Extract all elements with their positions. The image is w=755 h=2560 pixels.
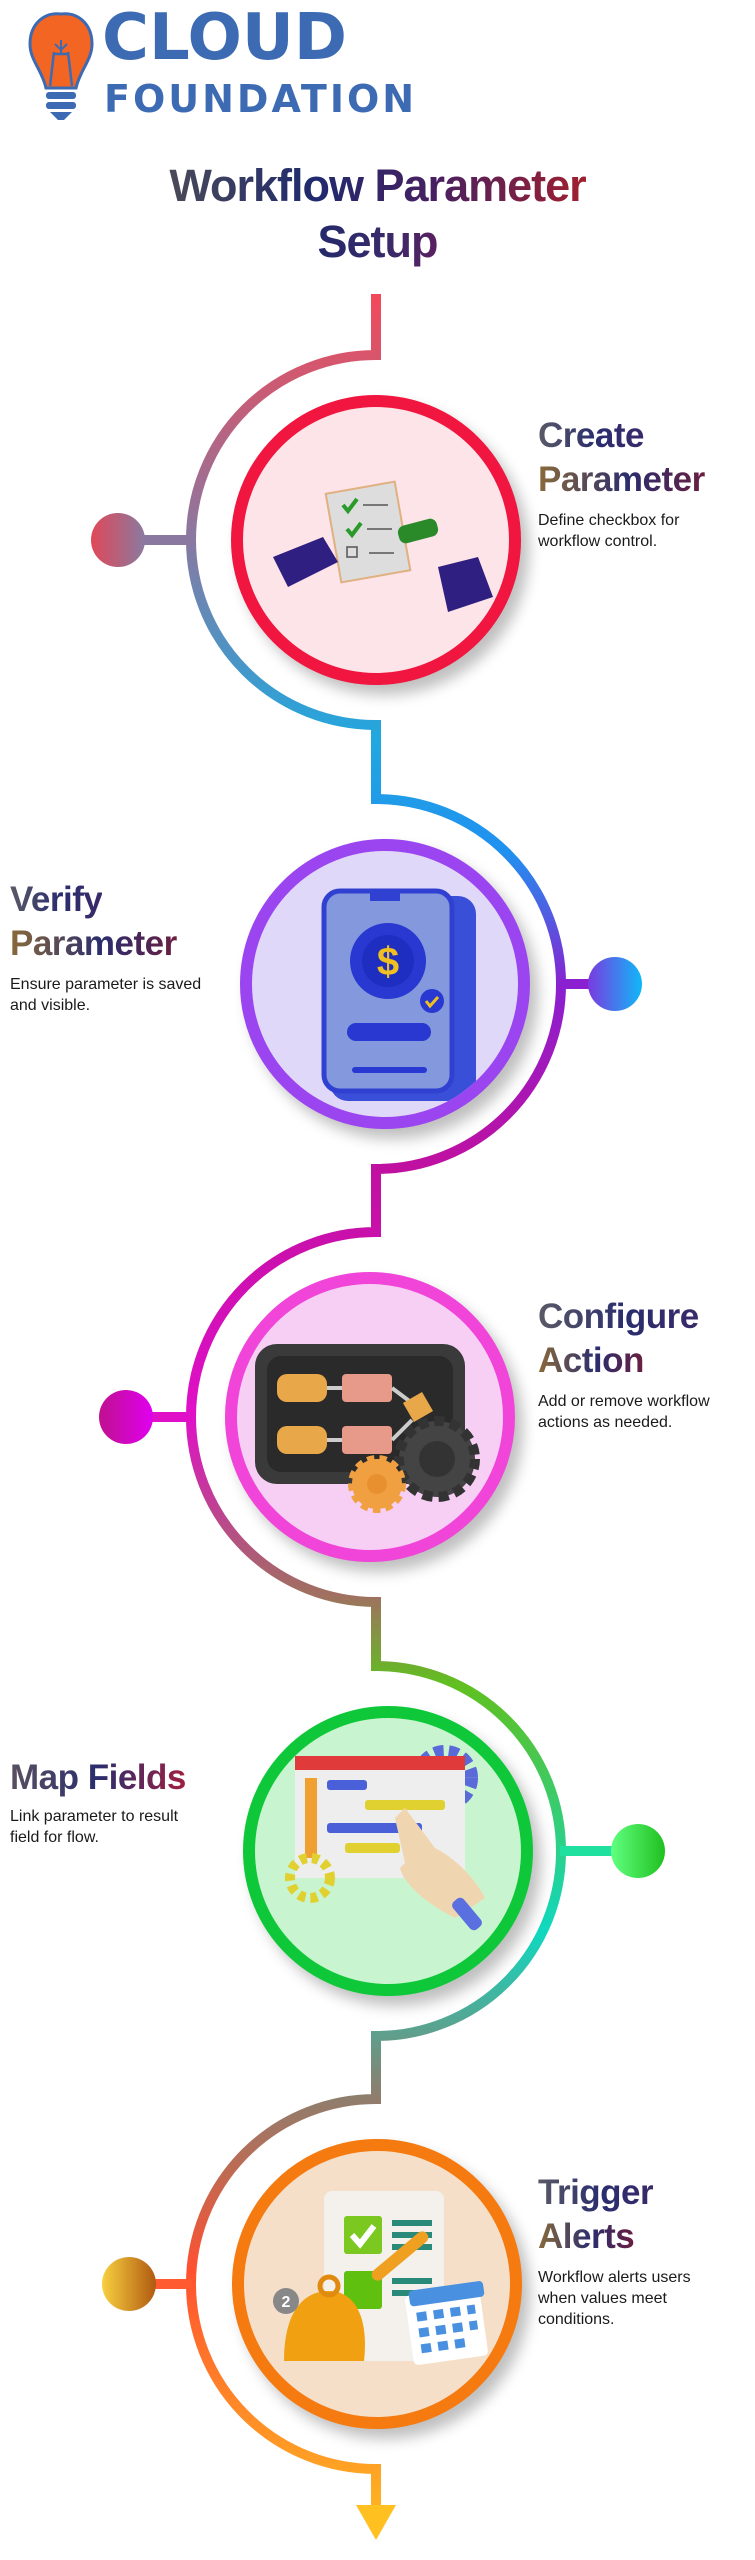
step-dot-4	[611, 1824, 665, 1878]
step-1-title-line-1: Create	[538, 414, 644, 458]
desc-line: field for flow.	[10, 1829, 99, 1846]
step-5-text: Trigger Alerts Workflow alerts users whe…	[538, 2171, 748, 2330]
step-circle-2: $	[240, 839, 530, 1129]
checklist-hands-icon	[273, 480, 493, 612]
desc-line: workflow control.	[538, 533, 658, 550]
step-5-description: Workflow alerts users when values meet c…	[538, 2267, 748, 2330]
step-3-text: Configure Action Add or remove workflow …	[538, 1295, 748, 1433]
step-5-title-line-1: Trigger	[538, 2171, 654, 2215]
step-3-title-line-1: Configure	[538, 1295, 699, 1339]
step-dot-5	[102, 2257, 156, 2311]
notification-badge: 2	[282, 2294, 291, 2311]
bell-calendar-icon: 2	[273, 2191, 488, 2365]
step-dot-2	[588, 957, 642, 1011]
arrow-down-icon	[356, 2505, 396, 2540]
step-circle-5: 2	[232, 2139, 522, 2429]
desc-line: Ensure parameter is saved	[10, 976, 202, 993]
step-circle-4	[243, 1706, 533, 1996]
desc-line: Define checkbox for	[538, 512, 680, 529]
step-dot-1	[91, 513, 145, 567]
step-4-description: Link parameter to result field for flow.	[10, 1806, 240, 1848]
desc-line: Workflow alerts users	[538, 2269, 691, 2286]
workflow-gears-icon	[255, 1344, 480, 1513]
desc-line: Add or remove workflow	[538, 1393, 710, 1410]
step-3-description: Add or remove workflow actions as needed…	[538, 1391, 748, 1433]
svg-text:$: $	[377, 940, 399, 984]
step-1-text: Create Parameter Define checkbox for wor…	[538, 414, 748, 552]
desc-line: conditions.	[538, 2311, 615, 2328]
desc-line: Link parameter to result	[10, 1808, 179, 1825]
step-4-text: Map Fields Link parameter to result fiel…	[10, 1756, 240, 1848]
step-4-title: Map Fields	[10, 1756, 186, 1800]
step-3-title-line-2: Action	[538, 1339, 644, 1383]
step-2-title-line-1: Verify	[10, 878, 103, 922]
title-line-2: Setup	[317, 216, 438, 267]
step-circle-3	[225, 1272, 515, 1562]
step-2-text: Verify Parameter Ensure parameter is sav…	[10, 878, 220, 1016]
desc-line: actions as needed.	[538, 1414, 673, 1431]
lightbulb-logo-icon	[28, 12, 94, 120]
step-dot-3	[99, 1390, 153, 1444]
logo-text-cloud: CLOUD	[102, 1, 347, 75]
phone-dollar-icon: $	[321, 888, 476, 1101]
step-2-description: Ensure parameter is saved and visible.	[10, 974, 220, 1016]
desc-line: and visible.	[10, 997, 91, 1014]
page-title: Workflow Parameter Setup	[0, 158, 755, 270]
desc-line: when values meet	[538, 2290, 667, 2307]
step-5-title-line-2: Alerts	[538, 2215, 635, 2259]
logo-text-foundation: FOUNDATION	[104, 77, 418, 121]
title-line-1: Workflow Parameter	[169, 160, 586, 211]
step-circle-1	[231, 395, 521, 685]
step-2-title-line-2: Parameter	[10, 922, 177, 966]
step-1-description: Define checkbox for workflow control.	[538, 510, 748, 552]
mapping-hand-icon	[285, 1745, 485, 1931]
step-1-title-line-2: Parameter	[538, 458, 705, 502]
